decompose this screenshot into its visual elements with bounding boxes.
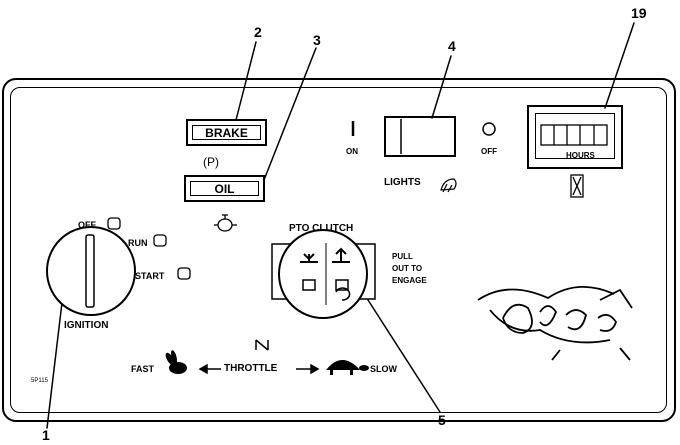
- ignition-run-label: RUN: [128, 238, 148, 248]
- light-off-label: OFF: [481, 147, 497, 156]
- throttle-slow-label: SLOW: [370, 364, 397, 374]
- callout-2: 2: [254, 24, 262, 40]
- leader-line-19: [604, 22, 635, 109]
- hour-meter-face: [535, 113, 615, 159]
- hours-label: HOURS: [566, 151, 595, 160]
- pto-instruction-2: OUT TO: [392, 264, 423, 273]
- light-switch-detail: [351, 119, 496, 154]
- brake-label: BRAKE: [192, 125, 261, 140]
- hourglass-icon: [570, 174, 584, 198]
- leader-line-2: [235, 41, 257, 121]
- rabbit-icon: [165, 350, 194, 374]
- turtle-icon: [326, 360, 369, 375]
- throttle-arrows: [198, 363, 320, 375]
- parking-brake-icon: (P): [203, 155, 219, 169]
- ignition-position-icons: [107, 217, 191, 280]
- oil-indicator: OIL: [184, 175, 265, 202]
- callout-1: 1: [42, 427, 50, 443]
- throttle-fast-label: FAST: [131, 364, 155, 374]
- ignition-label: IGNITION: [64, 320, 109, 331]
- pto-instruction-1: PULL: [392, 252, 413, 261]
- ignition-start-label: START: [135, 271, 165, 281]
- callout-4: 4: [448, 38, 456, 54]
- grasshopper-logo: [477, 285, 633, 361]
- leader-line-4: [431, 55, 452, 119]
- light-switch[interactable]: [384, 116, 456, 157]
- leader-line-3: [263, 47, 317, 181]
- lights-label: LIGHTS: [384, 177, 421, 188]
- hour-meter: [527, 105, 623, 169]
- pto-title: PTO CLUTCH: [289, 223, 354, 234]
- hour-meter-digits: [540, 124, 608, 146]
- headlight-icon: [440, 178, 457, 193]
- oil-pressure-icon: [214, 214, 237, 232]
- leader-line-5: [367, 299, 441, 413]
- callout-3: 3: [313, 32, 321, 48]
- brake-indicator: BRAKE: [186, 119, 267, 146]
- part-code: 5P115: [31, 378, 48, 384]
- leader-line-1: [46, 285, 65, 429]
- throttle-lever-icon: [255, 339, 269, 351]
- light-on-label: ON: [346, 147, 358, 156]
- ignition-switch: [46, 226, 136, 316]
- oil-label: OIL: [190, 181, 259, 196]
- dash-panel-inner-border: [10, 87, 667, 413]
- dash-panel-outer-border: [2, 78, 676, 422]
- pto-instruction-3: ENGAGE: [392, 276, 427, 285]
- callout-5: 5: [438, 412, 446, 428]
- ignition-off-label: OFF: [78, 220, 96, 230]
- pto-clutch-knob: [271, 229, 376, 319]
- throttle-label: THROTTLE: [224, 363, 278, 374]
- callout-19: 19: [631, 5, 647, 21]
